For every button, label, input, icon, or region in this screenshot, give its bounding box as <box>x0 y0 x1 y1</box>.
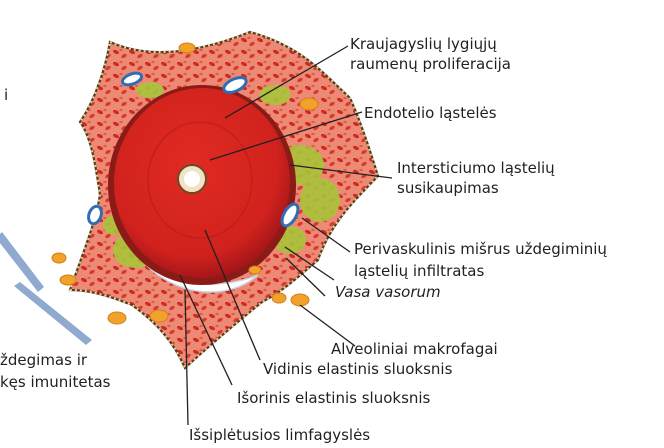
left-fragment-top: i <box>4 86 8 105</box>
vessel-lumen <box>184 171 200 187</box>
left-fragment-label-1: ždegimas ir <box>0 351 87 370</box>
left-fragment-label-2: kęs imunitetas <box>0 373 110 392</box>
perivascular-label-2: ląstelių infiltratas <box>354 262 484 281</box>
lymphatics-label: Išsiplėtusios limfagyslės <box>189 426 370 445</box>
arrow-shaft <box>0 232 44 292</box>
vasa-vasorum-label: Vasa vasorum <box>335 283 441 302</box>
interstitial-label-1: Intersticiumo ląstelių <box>397 159 555 178</box>
perivascular-label-1: Perivaskulinis mišrus uždegiminių <box>354 240 607 259</box>
interstitial-label-2: susikaupimas <box>397 179 499 198</box>
endothelium-label: Endotelio ląstelės <box>364 104 497 123</box>
outer-elastic-label: Išorinis elastinis sluoksnis <box>237 389 430 408</box>
alveolar-macrophages-label: Alveoliniai makrofagai <box>331 340 498 359</box>
smooth-muscle-label-1: Kraujagyslių lygiųjų <box>350 35 497 54</box>
inner-elastic-label: Vidinis elastinis sluoksnis <box>263 360 452 379</box>
smooth-muscle-label-2: raumenų proliferacija <box>350 55 511 74</box>
